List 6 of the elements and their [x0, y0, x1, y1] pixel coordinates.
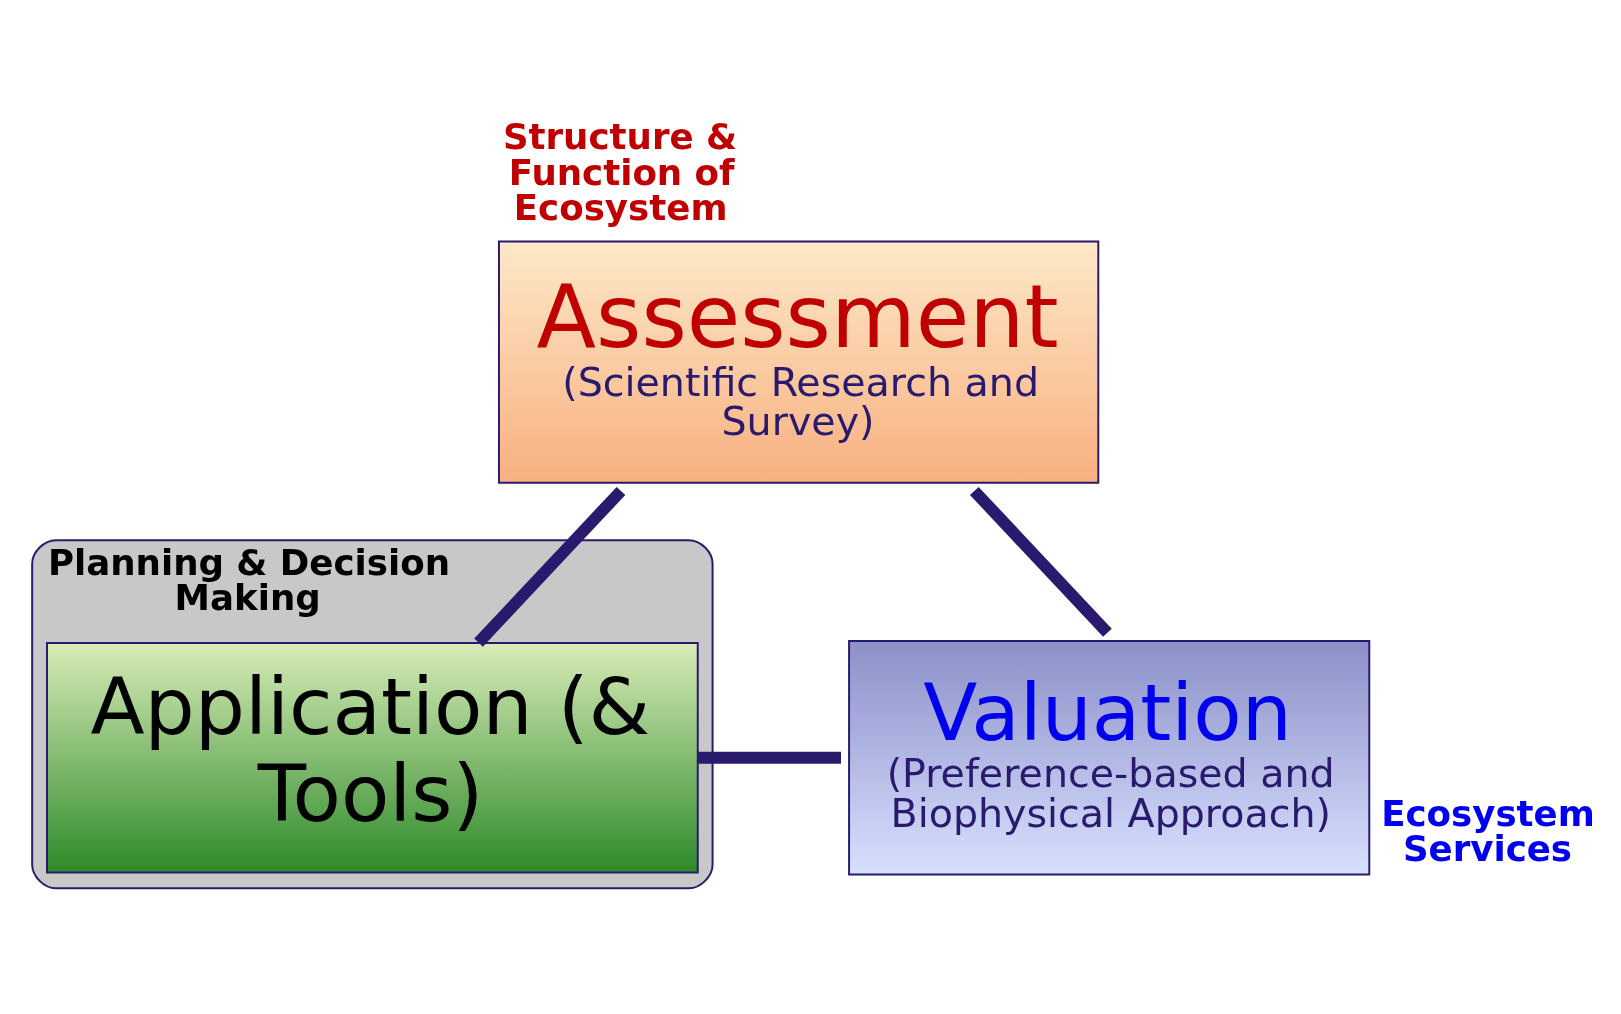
node-box: Application (& Tools) — [46, 641, 699, 873]
connector — [697, 751, 841, 764]
node-label: Structure & Function of Ecosystem — [502, 115, 738, 228]
connector — [474, 486, 626, 647]
connector — [969, 486, 1112, 637]
node-label: Ecosystem Services — [1381, 792, 1595, 869]
